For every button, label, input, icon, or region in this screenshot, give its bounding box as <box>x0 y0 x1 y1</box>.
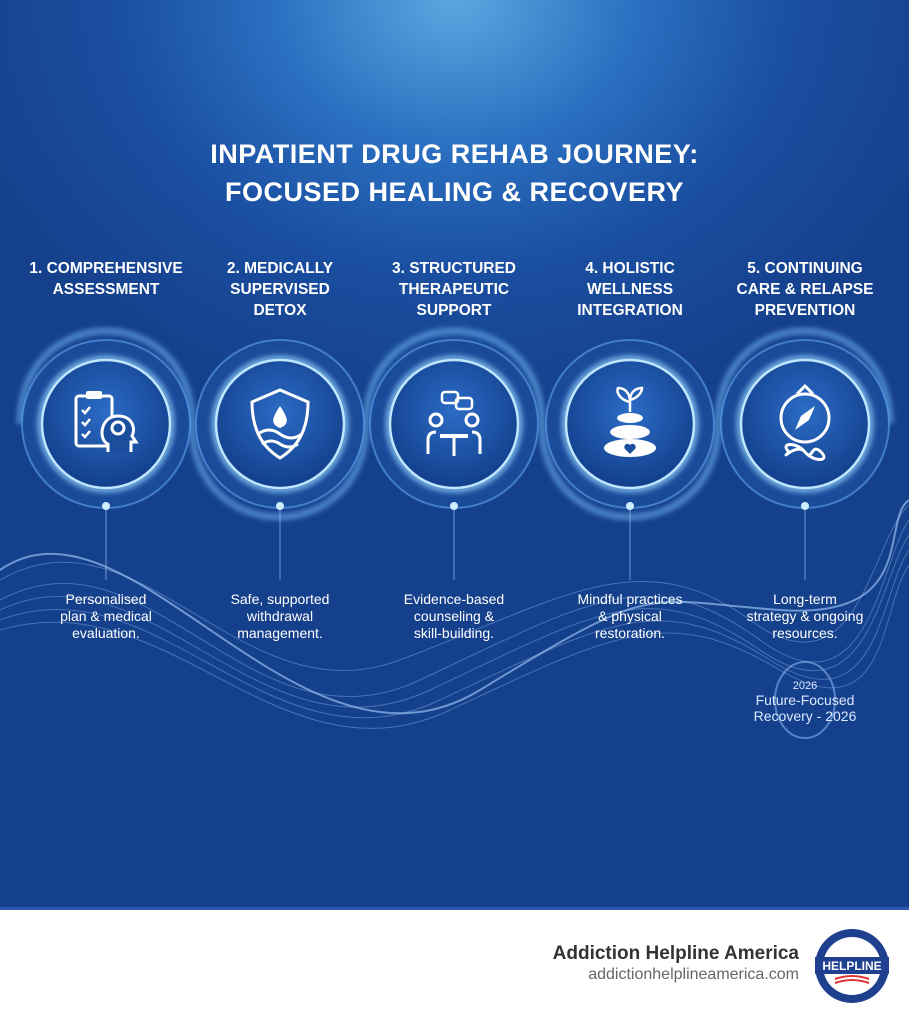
step-title-line: THERAPEUTIC <box>398 281 510 298</box>
step-4-disc <box>545 339 715 510</box>
step-description-line: Long-term <box>773 591 837 607</box>
brand-url[interactable]: addictionhelplineamerica.com <box>588 966 799 983</box>
step-title-line: CARE & RELAPSE <box>736 281 874 298</box>
step-title-line: INTEGRATION <box>577 302 683 319</box>
step-description-line: Personalised <box>65 591 147 607</box>
step-5-disc <box>720 339 890 510</box>
title-line-2: FOCUSED HEALING & RECOVERY <box>224 177 685 207</box>
step-description-line: counseling & <box>413 608 495 624</box>
step-description-line: skill-building. <box>413 625 495 641</box>
step-3-title: 3. STRUCTURED THERAPEUTIC SUPPORT <box>364 258 544 321</box>
step-description-line: Mindful practices <box>577 591 683 607</box>
step-4-title: 4. HOLISTIC WELLNESS INTEGRATION <box>540 258 720 321</box>
background-graphics <box>0 328 909 729</box>
page-title: INPATIENT DRUG REHAB JOURNEY: FOCUSED HE… <box>0 135 909 211</box>
compass-infinity-icon <box>779 383 831 461</box>
step-title-line: 1. COMPREHENSIVE <box>29 260 183 277</box>
shield-droplet-icon <box>250 388 310 460</box>
footer: Addiction Helpline America addictionhelp… <box>0 913 909 1024</box>
connector-lines <box>105 505 806 580</box>
step-title-line: SUPPORT <box>416 302 492 319</box>
journey-path <box>17 328 893 520</box>
step-title-line: 3. STRUCTURED <box>391 260 516 277</box>
wave-lines <box>0 499 909 729</box>
step-description-line: resources. <box>772 625 838 641</box>
step-title-line: 4. HOLISTIC <box>585 260 675 277</box>
badge-line-2: Recovery - 2026 <box>753 708 857 724</box>
step-description-line: Evidence-based <box>403 591 505 607</box>
step-description-line: management. <box>237 625 323 641</box>
step-description-line: Safe, supported <box>230 591 330 607</box>
clipboard-brain-gears-icon <box>74 391 139 452</box>
title-line-1: INPATIENT DRUG REHAB JOURNEY: <box>210 139 699 169</box>
badge-swirl-icon <box>774 661 836 739</box>
infographic-panel: INPATIENT DRUG REHAB JOURNEY: FOCUSED HE… <box>0 0 909 910</box>
step-2-disc <box>195 339 365 510</box>
badge-line-1: Future-Focused <box>755 692 855 708</box>
step-5-title: 5. CONTINUING CARE & RELAPSE PREVENTION <box>715 258 895 321</box>
brand: Addiction Helpline America addictionhelp… <box>553 943 799 984</box>
step-title-line: SUPERVISED <box>230 281 330 298</box>
step-description-line: strategy & ongoing <box>746 608 864 624</box>
badge-year: 2026 <box>792 680 818 692</box>
step-description-line: plan & medical <box>60 608 152 624</box>
zen-stones-sprout-icon <box>604 386 656 457</box>
step-1-title: 1. COMPREHENSIVE ASSESSMENT <box>16 258 196 300</box>
future-focused-badge: 2026 Future-Focused Recovery - 2026 <box>745 661 865 739</box>
step-title-line: WELLNESS <box>586 281 674 298</box>
brand-name: Addiction Helpline America <box>552 943 799 964</box>
therapy-group-icon <box>426 390 482 456</box>
step-title-line: 5. CONTINUING <box>747 260 863 277</box>
step-title-line: ASSESSMENT <box>52 281 160 298</box>
svg-text:HELPLINE: HELPLINE <box>822 959 881 973</box>
helpline-logo: HELPLINE <box>815 929 889 1003</box>
step-title-line: PREVENTION <box>754 302 856 319</box>
step-3-disc <box>369 339 539 510</box>
step-description-line: restoration. <box>594 625 666 641</box>
step-description-line: evaluation. <box>72 625 140 641</box>
step-title-line: 2. MEDICALLY <box>226 260 334 277</box>
step-2-title: 2. MEDICALLY SUPERVISED DETOX <box>190 258 370 321</box>
step-description-line: & physical <box>598 608 662 624</box>
step-1-disc <box>21 339 191 510</box>
step-description-line: withdrawal <box>246 608 314 624</box>
step-title-line: DETOX <box>253 302 307 319</box>
